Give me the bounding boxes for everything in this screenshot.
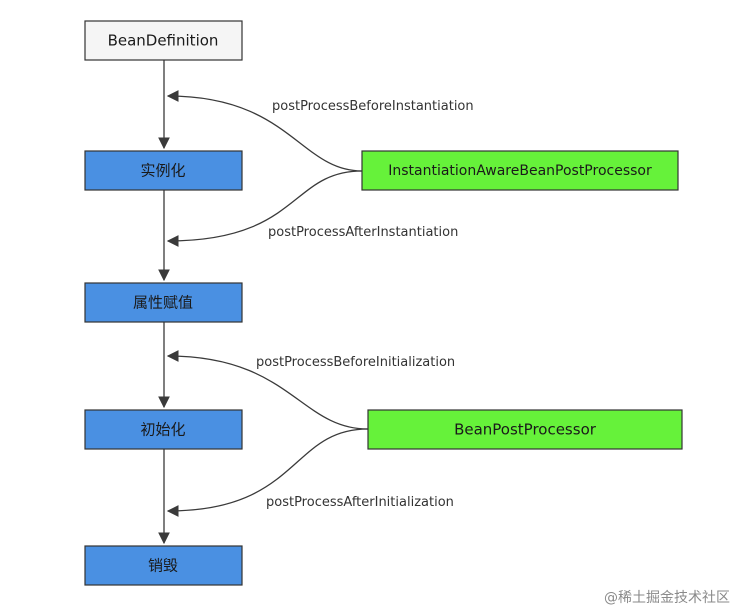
node-initialize-label: 初始化 xyxy=(140,421,185,439)
curve-after-instantiation xyxy=(166,170,363,247)
node-bpp-label: BeanPostProcessor xyxy=(454,421,597,439)
node-bean-definition: BeanDefinition xyxy=(84,20,243,61)
node-populate: 属性赋值 xyxy=(84,282,243,323)
node-destroy-box xyxy=(84,545,243,586)
node-populate-box xyxy=(84,282,243,323)
node-instantiate-label: 实例化 xyxy=(140,162,185,180)
node-bean-definition-box xyxy=(84,20,243,61)
label-before-initialization: postProcessBeforeInitialization xyxy=(256,355,455,370)
node-iabpp-label: InstantiationAwareBeanPostProcessor xyxy=(388,163,652,179)
node-destroy-label: 销毁 xyxy=(148,557,178,575)
node-initialize-box xyxy=(84,409,243,450)
node-bpp-box xyxy=(367,409,683,450)
label-after-initialization: postProcessAfterInitialization xyxy=(266,495,454,510)
node-bean-definition-label: BeanDefinition xyxy=(108,32,219,50)
label-after-instantiation: postProcessAfterInstantiation xyxy=(268,225,458,240)
node-populate-label: 属性赋值 xyxy=(133,294,193,312)
node-instantiate-box xyxy=(84,150,243,191)
node-initialize: 初始化 xyxy=(84,409,243,450)
curve-after-initialization xyxy=(166,428,369,517)
node-iabpp-box xyxy=(361,150,679,191)
watermark: @稀土掘金技术社区 xyxy=(604,590,730,606)
curve-before-instantiation xyxy=(166,90,363,172)
node-instantiation-aware-bpp: InstantiationAwareBeanPostProcessor xyxy=(361,150,679,191)
curve-before-initialization xyxy=(166,350,369,430)
node-bean-post-processor: BeanPostProcessor xyxy=(367,409,683,450)
node-instantiate: 实例化 xyxy=(84,150,243,191)
label-before-instantiation: postProcessBeforeInstantiation xyxy=(272,99,474,114)
node-destroy: 销毁 xyxy=(84,545,243,586)
